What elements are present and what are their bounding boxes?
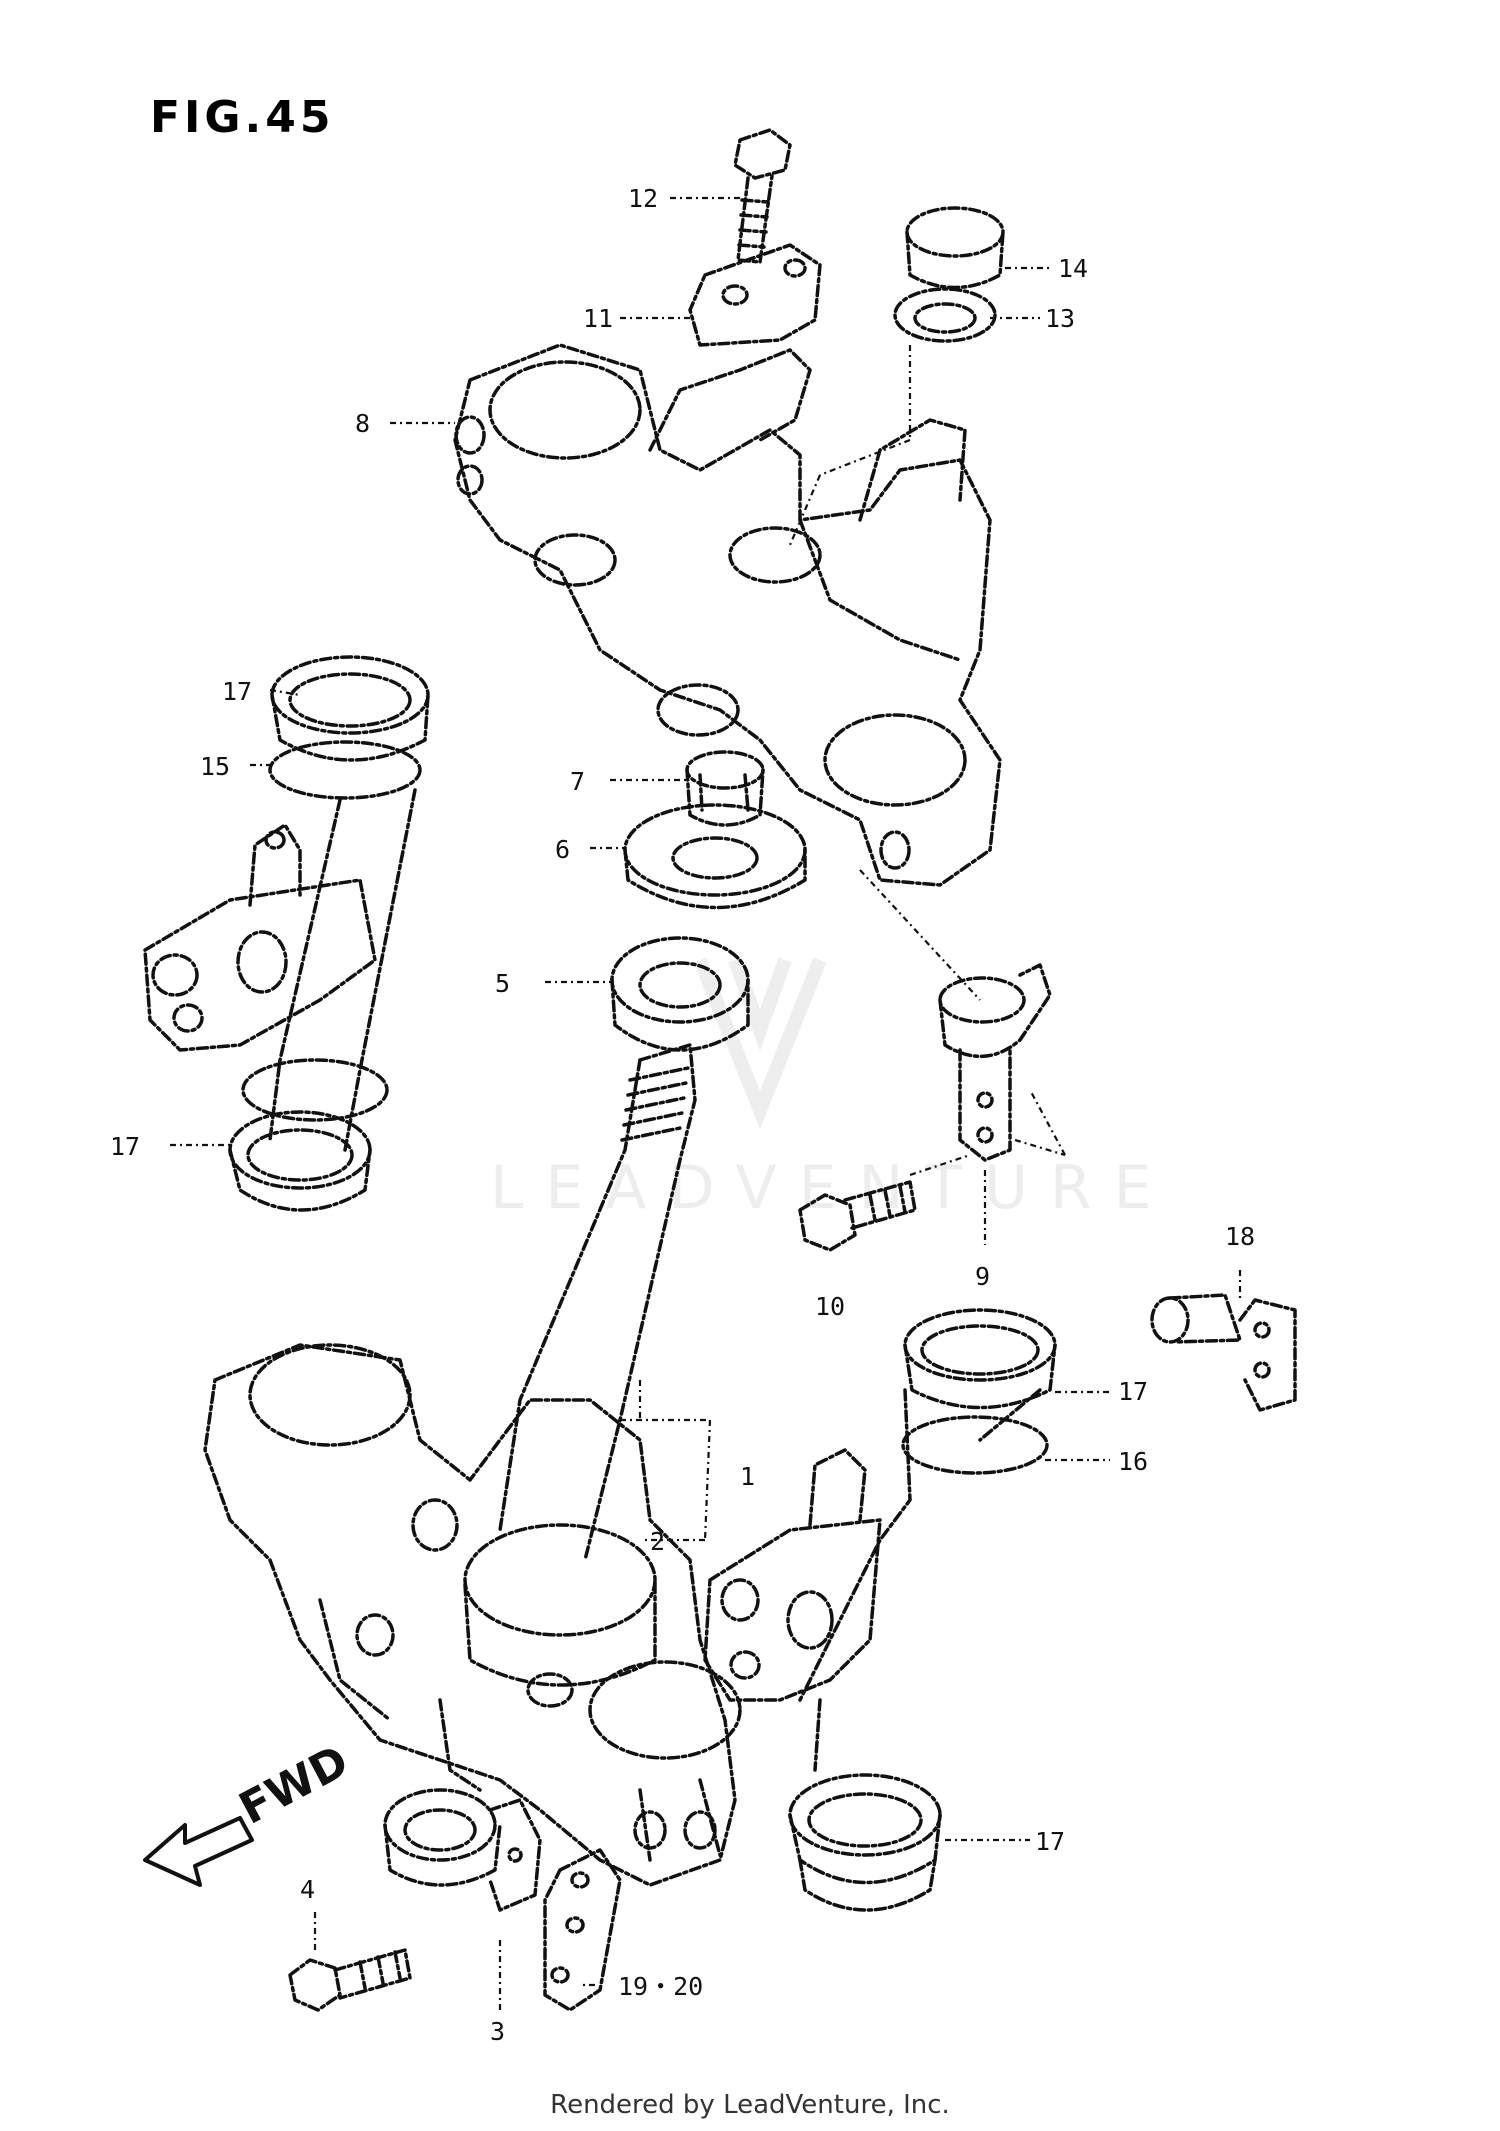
callout-9: 9: [975, 1262, 990, 1291]
part-14-cap[interactable]: [905, 206, 1005, 290]
part-6-dust-seal[interactable]: [623, 803, 807, 910]
leadventure-watermark: LEADVENTURE: [490, 957, 1174, 1223]
part-5-bearing[interactable]: [610, 936, 750, 1052]
callout-15: 15: [200, 752, 230, 781]
callout-17a: 17: [222, 677, 252, 706]
part-13-washer[interactable]: [893, 287, 997, 343]
callout-12: 12: [628, 184, 658, 213]
callouts: 12 11 14 13 8 17 15 7 6 5 17 9 10 18 17 …: [110, 184, 1255, 2046]
callout-7: 7: [570, 767, 585, 796]
footer-credit: Rendered by LeadVenture, Inc.: [550, 2090, 950, 2120]
part-4-bolt[interactable]: [288, 1948, 412, 2012]
figure-title: FIG.45: [150, 92, 335, 143]
part-7-steering-nut[interactable]: [685, 750, 765, 827]
part-19-20-bracket[interactable]: [543, 1848, 622, 2012]
part-10-bolt[interactable]: [798, 1180, 917, 1252]
fwd-label: FWD: [231, 1736, 357, 1835]
callout-5: 5: [495, 969, 510, 998]
callout-17d: 17: [1035, 1827, 1065, 1856]
callout-18: 18: [1225, 1222, 1255, 1251]
callout-19-20: 19・20: [618, 1972, 703, 2001]
callout-17b: 17: [110, 1132, 140, 1161]
part-18-bracket[interactable]: [1150, 1293, 1297, 1412]
part-9-guide[interactable]: [938, 963, 1052, 1162]
part-11-handlebar-holder-upper[interactable]: [688, 243, 822, 347]
part-3-clamp[interactable]: [383, 1788, 542, 1912]
part-16-fork-clamp-right[interactable]: [703, 1308, 1057, 1702]
callout-16: 16: [1118, 1447, 1148, 1476]
callout-10: 10: [815, 1292, 845, 1321]
part-1-steering-stem-lower-bracket[interactable]: [203, 1043, 742, 1887]
callout-8: 8: [355, 409, 370, 438]
callout-14: 14: [1058, 254, 1088, 283]
part-17-ring-right-lower[interactable]: [788, 1698, 942, 1912]
watermark-text: LEADVENTURE: [490, 1153, 1174, 1223]
callout-13: 13: [1045, 304, 1075, 333]
part-12-bolt[interactable]: [733, 128, 792, 264]
forward-direction-arrow: FWD: [143, 1736, 357, 1887]
callout-11: 11: [583, 304, 613, 333]
part-8-steering-stem-upper-bracket[interactable]: [453, 343, 1002, 887]
callout-1: 1: [740, 1462, 755, 1491]
callout-4: 4: [300, 1875, 315, 1904]
leader-lines: [170, 196, 1242, 2010]
part-17-ring-left-lower[interactable]: [228, 1058, 389, 1212]
part-15-fork-clamp-left[interactable]: [143, 655, 430, 1152]
callout-2: 2: [650, 1527, 665, 1556]
callout-17c: 17: [1118, 1377, 1148, 1406]
callout-6: 6: [555, 835, 570, 864]
callout-3: 3: [490, 2017, 505, 2046]
